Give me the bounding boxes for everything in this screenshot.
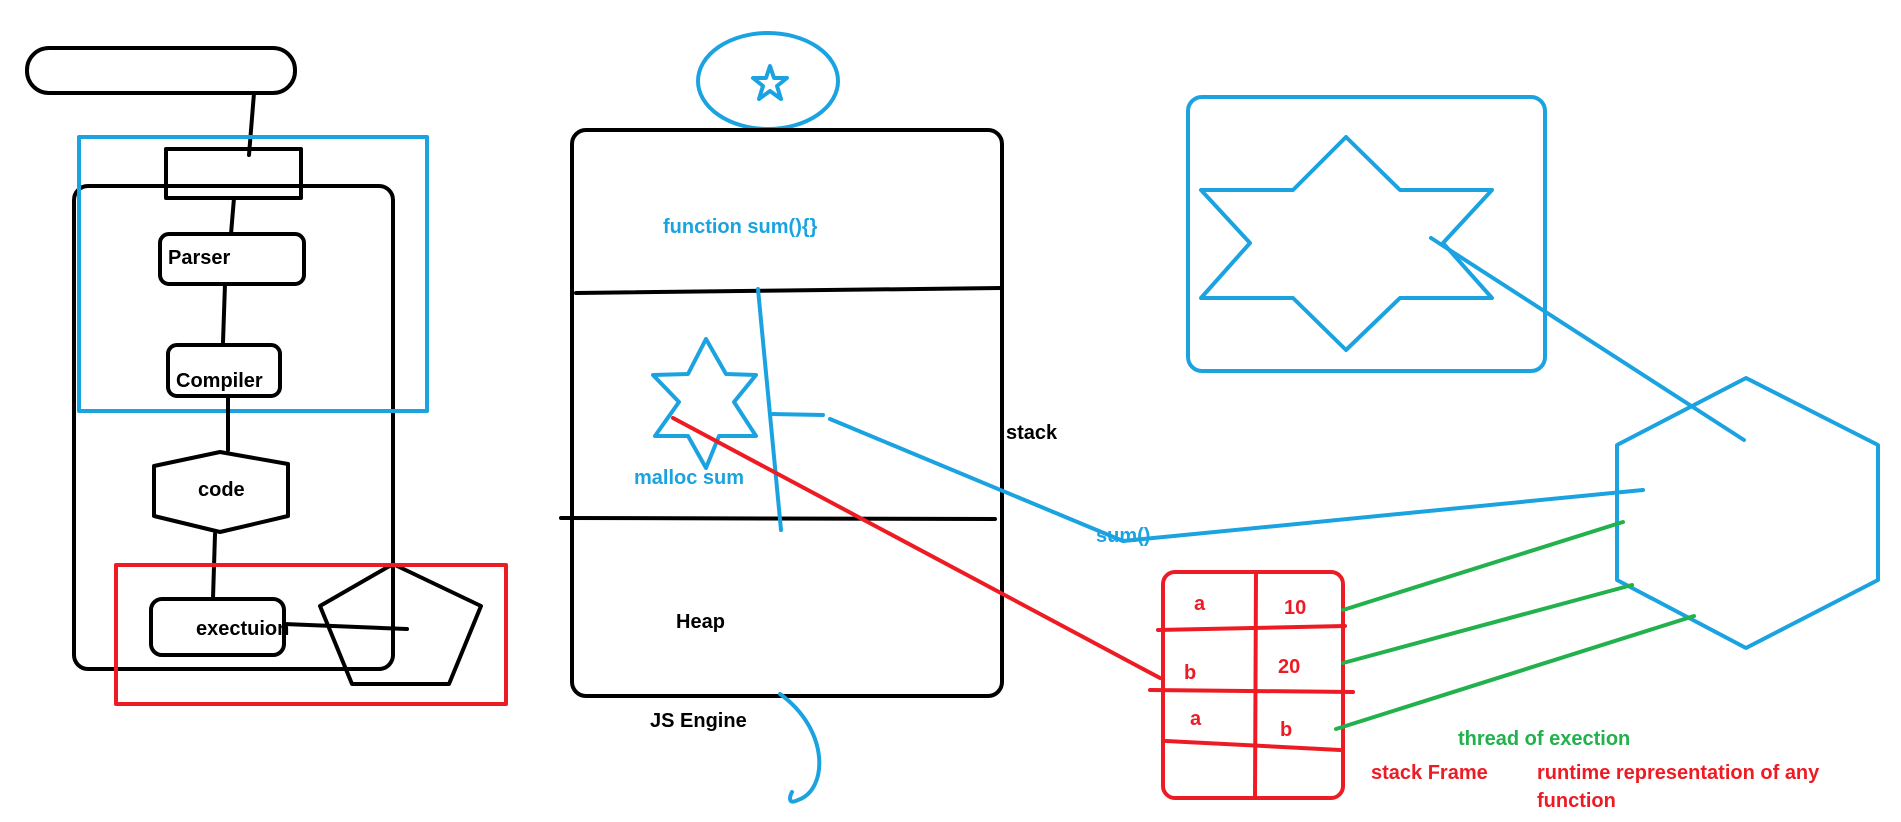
execution-label: exectuion bbox=[196, 618, 289, 640]
code-hexagon bbox=[152, 450, 290, 534]
code-label: code bbox=[198, 479, 245, 501]
frame-cell: b bbox=[1280, 719, 1292, 741]
runtime-annotation-line1: runtime representation of any bbox=[1537, 762, 1820, 784]
thread-annotation: thread of exection bbox=[1458, 728, 1630, 750]
blue-vertical-stroke bbox=[756, 287, 783, 532]
pentagon-shape bbox=[318, 562, 483, 686]
large-hexagon bbox=[1615, 376, 1880, 650]
connector-line bbox=[221, 282, 227, 344]
parser-box bbox=[158, 232, 306, 286]
malloc-label: malloc sum bbox=[634, 467, 744, 489]
star-box bbox=[1186, 95, 1547, 373]
pipeline-outer-box bbox=[72, 184, 395, 671]
source-pill bbox=[25, 46, 297, 95]
blue-highlight-box bbox=[77, 135, 429, 413]
connector-line bbox=[247, 91, 256, 157]
blue-call-line bbox=[828, 417, 1125, 543]
frame-cell: 20 bbox=[1278, 656, 1300, 678]
blue-ellipse bbox=[696, 31, 840, 131]
execution-box bbox=[149, 597, 286, 657]
stack-frame-row-line bbox=[1156, 624, 1347, 632]
parser-label: Parser bbox=[168, 247, 230, 269]
sum-call-label: sum() bbox=[1096, 525, 1150, 547]
runtime-area: sum() a 10 b 20 a b thread of exection s… bbox=[671, 95, 1880, 812]
pipeline-flow: Parser Compiler code exectuion bbox=[25, 46, 508, 706]
input-slot-box bbox=[164, 147, 303, 200]
connector-line bbox=[282, 622, 409, 631]
small-star-icon bbox=[751, 64, 789, 101]
red-pointer-line bbox=[671, 416, 1162, 680]
hexagram-small-icon bbox=[651, 337, 758, 470]
stack-frame-divider bbox=[1253, 570, 1258, 800]
js-engine: function sum(){} malloc sum stack Heap J… bbox=[559, 31, 1058, 804]
stack-frame-label: stack Frame bbox=[1371, 762, 1488, 784]
stack-frame-row-line bbox=[1148, 688, 1355, 694]
compiler-label: Compiler bbox=[176, 370, 263, 392]
stack-frame-row-line bbox=[1164, 739, 1342, 752]
heap-label: Heap bbox=[676, 611, 725, 633]
green-thread-line bbox=[1334, 614, 1696, 731]
engine-box bbox=[570, 128, 1004, 698]
frame-cell: 10 bbox=[1284, 597, 1306, 619]
divider-line bbox=[574, 286, 1003, 295]
frame-cell: a bbox=[1190, 708, 1202, 730]
red-highlight-box bbox=[114, 563, 508, 706]
blue-call-line bbox=[1121, 488, 1645, 543]
function-declaration-label: function sum(){} bbox=[663, 216, 818, 238]
blue-hook-curve bbox=[778, 692, 822, 804]
blue-short-stroke bbox=[769, 412, 825, 417]
compiler-box bbox=[166, 343, 282, 398]
runtime-annotation-line2: function bbox=[1537, 790, 1616, 812]
stack-frame-box bbox=[1161, 570, 1345, 800]
frame-cell: b bbox=[1184, 662, 1196, 684]
blue-connector bbox=[1429, 236, 1746, 442]
stack-label: stack bbox=[1006, 422, 1058, 444]
connector-line bbox=[229, 196, 236, 236]
green-thread-line bbox=[1341, 520, 1625, 612]
frame-cell: a bbox=[1194, 593, 1206, 615]
hexagram-large-icon bbox=[1199, 135, 1494, 352]
green-thread-line bbox=[1341, 583, 1634, 665]
engine-caption: JS Engine bbox=[650, 710, 747, 732]
